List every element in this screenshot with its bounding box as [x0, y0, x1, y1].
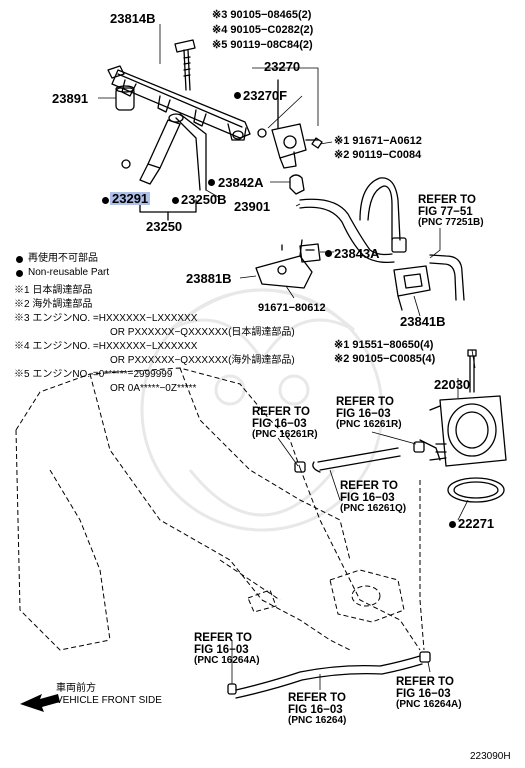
throttle-body-drawing: [419, 395, 507, 467]
non-reusable-dot: [102, 197, 109, 204]
hose-clip-drawing: [227, 441, 431, 695]
part-label-90105-08465[interactable]: ※3 90105−08465(2): [212, 9, 312, 21]
part-label-90105-c0282[interactable]: ※4 90105−C0282(2): [212, 24, 314, 36]
refer-fig-16-03-16264a-b[interactable]: REFER TO FIG 16−03 (PNC 16264A): [396, 676, 462, 711]
water-hose-lower-drawing: [235, 655, 423, 699]
part-label-23291[interactable]: 23291: [110, 191, 151, 206]
part-label-23250[interactable]: 23250: [146, 219, 183, 234]
part-label-23270f[interactable]: 23270F: [243, 88, 288, 103]
vehicle-front-en: VEHICLE FRONT SIDE: [56, 695, 162, 706]
legend-note-4a: ※4 エンジンNO. =HXXXXXX−LXXXXXX: [14, 341, 198, 352]
part-label-23901[interactable]: 23901: [234, 199, 271, 214]
refer-line-1: REFER TO: [194, 632, 252, 644]
part-label-23843a[interactable]: 23843A: [334, 246, 380, 261]
part-label-23881b[interactable]: 23881B: [186, 271, 232, 286]
refer-line-2: FIG 16−03: [252, 418, 307, 431]
part-label-23891[interactable]: 23891: [52, 91, 89, 106]
leader-lines: [98, 24, 476, 690]
refer-pnc: (PNC 16261R): [252, 429, 318, 441]
legend-note-2: ※2 海外調達部品: [14, 299, 93, 310]
part-label-22271[interactable]: 22271: [458, 516, 495, 531]
fuel-rail-drawing: [107, 65, 251, 141]
hose-clamp-drawing: [289, 174, 305, 195]
water-hose-16261q-drawing: [312, 447, 401, 473]
part-label-90119-08c84[interactable]: ※5 90119−08C84(2): [212, 39, 313, 51]
refer-fig-16-03-16264a-a[interactable]: REFER TO FIG 16−03 (PNC 16264A): [194, 632, 260, 667]
part-label-22030[interactable]: 22030: [434, 377, 471, 392]
refer-fig-16-03-16261r-a[interactable]: REFER TO FIG 16−03 (PNC 16261R): [252, 406, 318, 441]
engine-outline: [15, 367, 425, 651]
refer-line-2: FIG 16−03: [288, 704, 343, 717]
non-reusable-dot: [172, 197, 179, 204]
bolt-drawing: [174, 39, 196, 91]
legend-note-3a: ※3 エンジンNO. =HXXXXXX−LXXXXXX: [14, 313, 198, 324]
refer-pnc: (PNC 16261R): [336, 419, 402, 431]
part-label-23814b[interactable]: 23814B: [110, 11, 156, 26]
non-reusable-dot: [234, 92, 241, 99]
refer-pnc: (PNC 77251B): [418, 217, 484, 229]
vehicle-front-jp: 車両前方: [56, 683, 96, 694]
legend-note-4b: OR PXXXXXX−QXXXXXX(海外調達部品): [110, 355, 295, 366]
refer-line-1: REFER TO: [252, 406, 310, 418]
refer-line-1: REFER TO: [288, 692, 346, 704]
part-label-91671-a0612[interactable]: ※1 91671−A0612: [334, 135, 422, 147]
spacer-drawing: [115, 85, 135, 111]
refer-pnc: (PNC 16264A): [194, 655, 260, 667]
legend-reuse-jp: 再使用不可部品: [28, 253, 98, 264]
legend-note-5b: OR 0A*****−0Z*****: [110, 383, 197, 394]
refer-fig-77-51[interactable]: REFER TO FIG 77−51 (PNC 77251B): [418, 194, 484, 229]
refer-line-2: FIG 16−03: [194, 644, 249, 657]
refer-line-1: REFER TO: [336, 396, 394, 408]
refer-fig-16-03-16261q[interactable]: REFER TO FIG 16−03 (PNC 16261Q): [340, 480, 406, 515]
refer-line-1: REFER TO: [340, 480, 398, 492]
part-label-23250b[interactable]: 23250B: [181, 192, 227, 207]
refer-pnc: (PNC 16261Q): [340, 503, 407, 515]
refer-line-2: FIG 77−51: [418, 206, 473, 219]
non-reusable-dot: [325, 250, 332, 257]
legend-reuse-en: Non-reusable Part: [28, 267, 110, 278]
legend-note-5a: ※5 エンジンNO. =0******−2999999: [14, 369, 173, 380]
part-label-91671-80612[interactable]: 91671−80612: [258, 302, 326, 314]
bracket-drawing: [255, 239, 313, 289]
part-label-23270[interactable]: 23270: [264, 59, 301, 74]
pressure-sensor-drawing: [257, 79, 323, 169]
bracket-23841b-drawing: [393, 265, 431, 311]
part-label-23842a[interactable]: 23842A: [218, 175, 264, 190]
front-arrow-icon: [20, 694, 60, 712]
refer-fig-16-03-16264[interactable]: REFER TO FIG 16−03 (PNC 16264): [288, 692, 346, 727]
figure-id: 223090H: [470, 751, 511, 762]
refer-line-1: REFER TO: [396, 676, 454, 688]
part-label-90105-c0085[interactable]: ※2 90105−C0085(4): [334, 353, 436, 365]
clamp-23843a-drawing: [299, 243, 321, 263]
legend-dot: [16, 256, 23, 263]
part-label-23841b[interactable]: 23841B: [400, 314, 446, 329]
part-label-90119-c0084[interactable]: ※2 90119−C0084: [334, 149, 422, 161]
legend-note-3b: OR PXXXXXX−QXXXXXX(日本調達部品): [110, 327, 295, 338]
part-label-91551-80650[interactable]: ※1 91551−80650(4): [334, 339, 434, 351]
refer-line-2: FIG 16−03: [396, 688, 451, 701]
injector-drawing: [121, 113, 207, 221]
refer-line-1: REFER TO: [418, 194, 476, 206]
refer-pnc: (PNC 16264A): [396, 699, 462, 711]
legend-note-1: ※1 日本調達部品: [14, 285, 93, 296]
refer-line-2: FIG 16−03: [336, 408, 391, 421]
legend-dot: [16, 270, 23, 277]
refer-line-2: FIG 16−03: [340, 492, 395, 505]
return-hose-drawing: [429, 254, 465, 301]
refer-fig-16-03-16261r-b[interactable]: REFER TO FIG 16−03 (PNC 16261R): [336, 396, 402, 431]
watermark-logo: [140, 288, 384, 532]
fuel-hose-drawing: [299, 177, 407, 264]
non-reusable-dot: [208, 179, 215, 186]
gasket-drawing: [447, 477, 505, 503]
refer-pnc: (PNC 16264): [288, 715, 347, 727]
non-reusable-dot: [449, 521, 456, 528]
